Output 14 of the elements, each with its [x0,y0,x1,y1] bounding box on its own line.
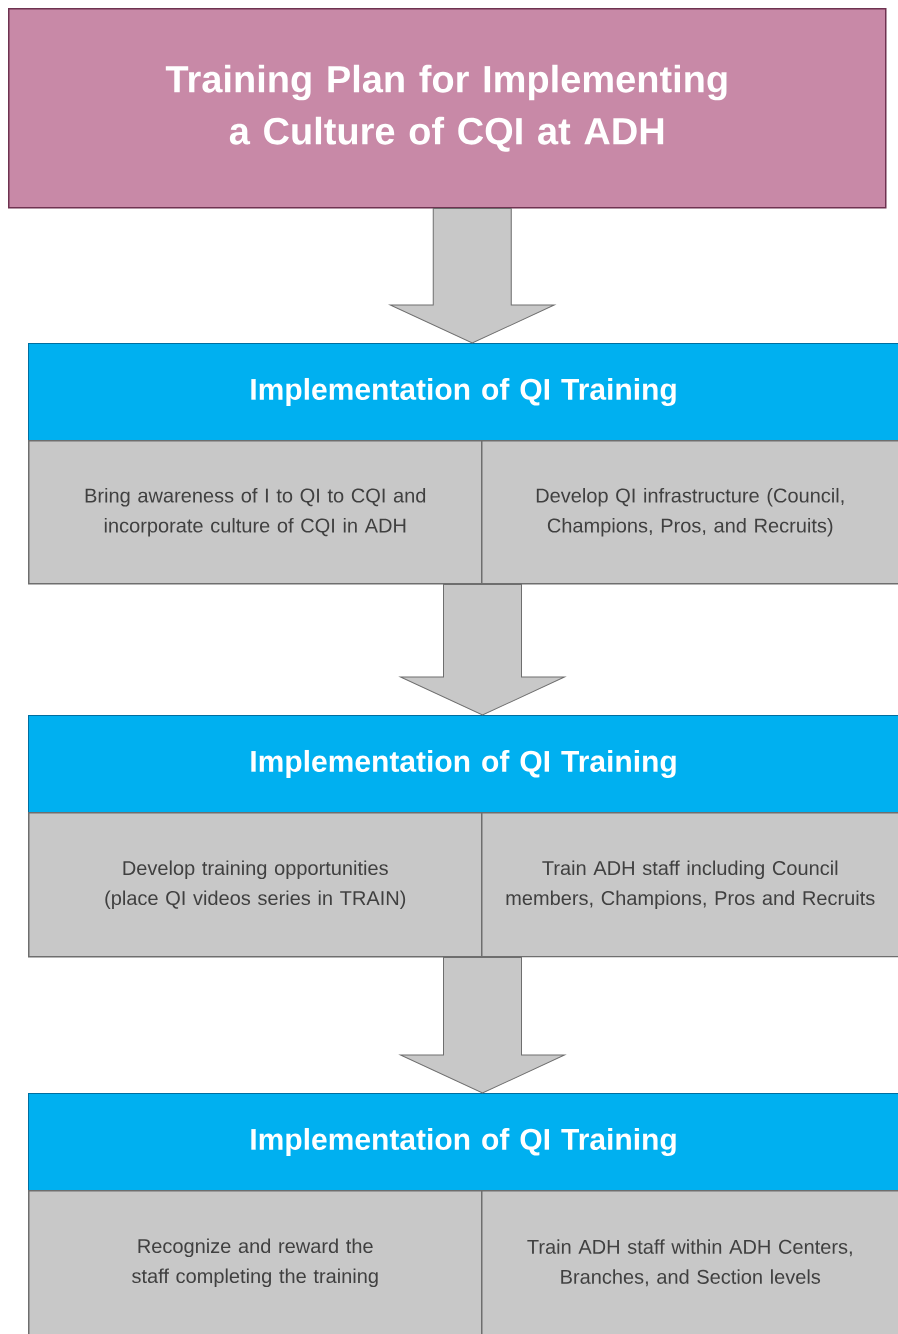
block-arrow [389,208,555,344]
section-header: Implementation of QI Training [28,343,898,441]
node-label: Recognize and reward the staff completing the training [132,1238,378,1288]
step-box: Train ADH staff within ADH Centers, Branches, and Section levels [481,1190,898,1334]
section-header: Implementation of QI Training [28,1093,898,1191]
title-box: Training Plan for Implementing a Culture of CQI at ADH [8,8,887,209]
block-arrow [400,957,565,1094]
step-box: Develop QI infrastructure (Council, Champions, Pros, and Recruits) [481,440,898,585]
step-box: Recognize and reward the staff completing the training [28,1190,483,1334]
section-header: Implementation of QI Training [28,715,898,813]
block-arrow [400,584,565,716]
step-box: Train ADH staff including Council members, Champions, Pros and Recruits [481,812,898,958]
step-box: Develop training opportunities (place QI videos series in TRAIN) [28,812,483,958]
step-box: Bring awareness of I to QI to CQI and incorporate culture of CQI in ADH [28,440,483,585]
